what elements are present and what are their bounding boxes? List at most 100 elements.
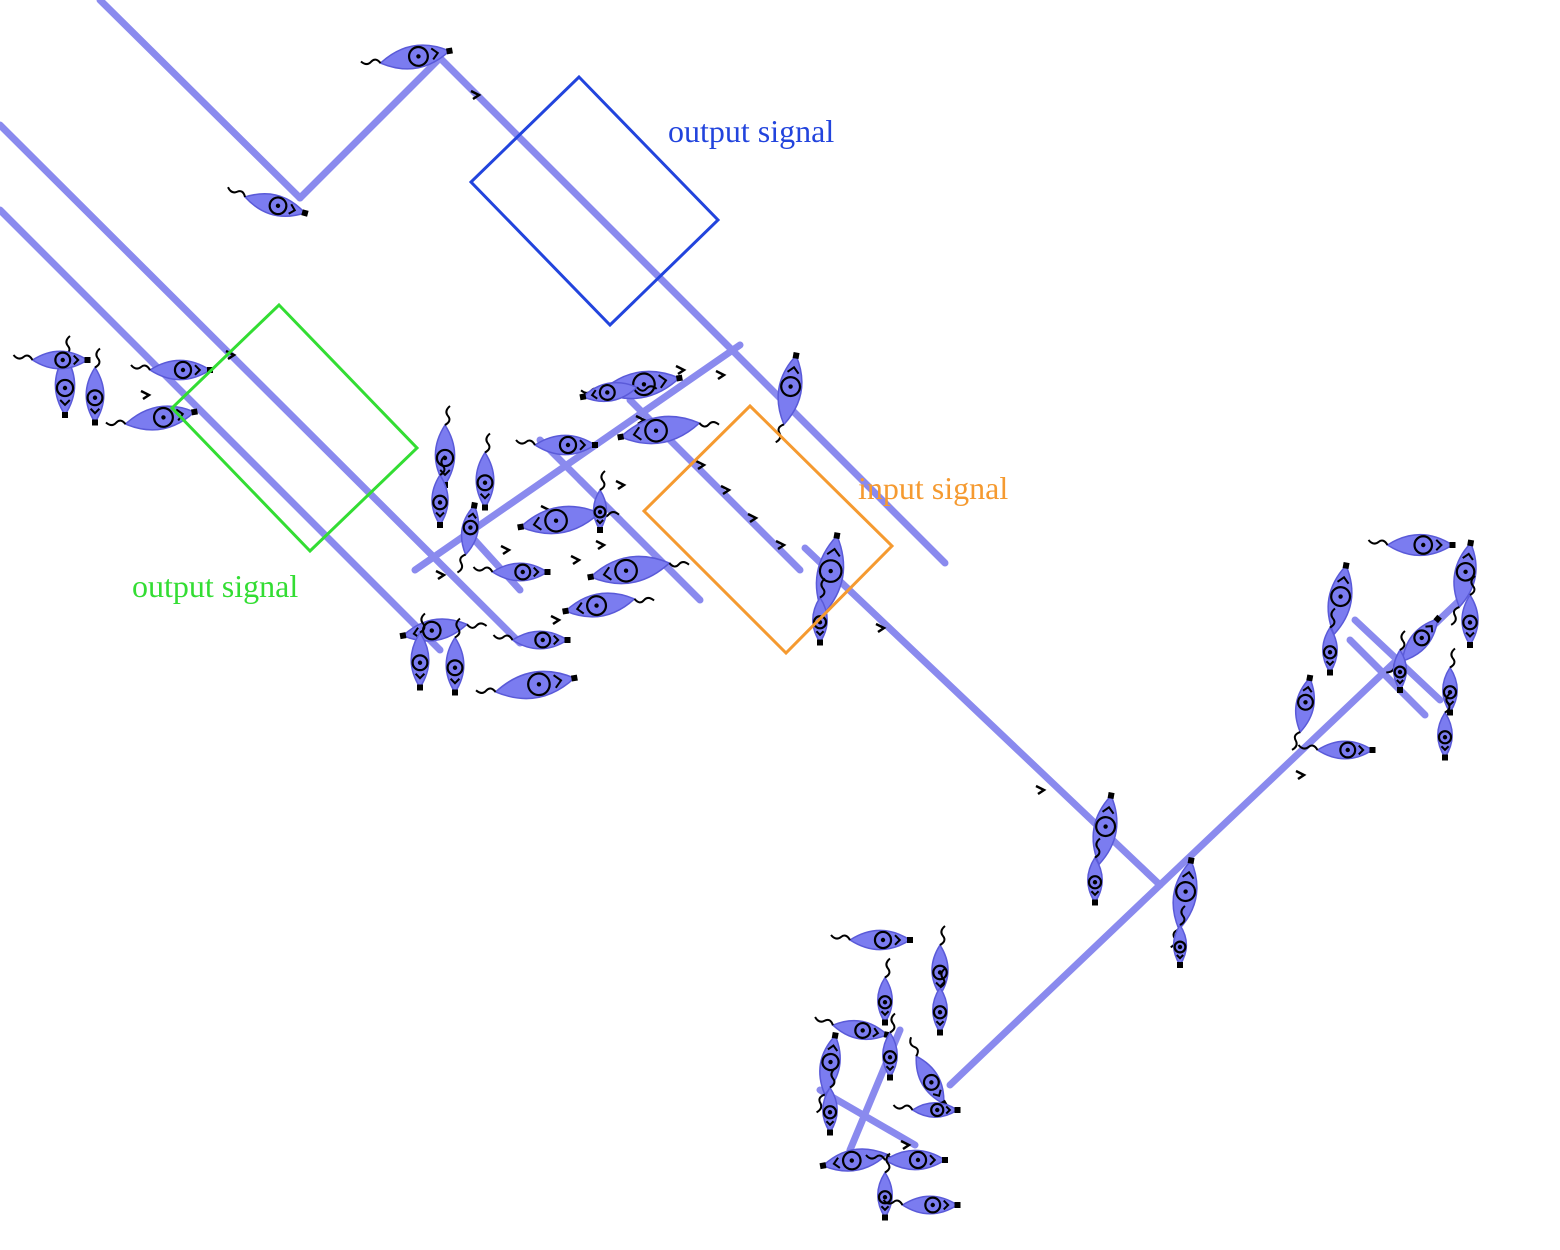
glider-40 <box>1437 692 1453 761</box>
glider-eye-ring <box>930 1102 945 1118</box>
glider-16 <box>517 505 620 535</box>
glider-eye-dot <box>935 1107 940 1113</box>
glider-tail <box>472 566 494 573</box>
glider-eye-ring <box>435 448 455 468</box>
glider-eye-ring <box>1339 741 1357 759</box>
glider-eye-dot <box>416 54 421 59</box>
glider-tail <box>360 58 382 66</box>
glider-tip <box>882 1214 888 1221</box>
signal-glider-3 <box>720 484 732 496</box>
glider-eye-dot <box>1442 735 1448 740</box>
glider-tip <box>817 639 823 646</box>
glider-marking <box>894 934 902 946</box>
glider-tip <box>675 374 683 382</box>
glider-eye-dot <box>468 525 473 530</box>
signal-glider-9 <box>500 544 512 556</box>
glider-tail <box>882 1199 904 1206</box>
glider-marking <box>1101 805 1115 815</box>
glider-eye-ring <box>1442 685 1458 700</box>
glider-tip <box>301 209 309 217</box>
glider-eye-ring <box>268 196 288 216</box>
glider-eye-ring <box>932 1005 948 1020</box>
glider-eye-ring <box>421 620 442 641</box>
signal-glider-8 <box>435 569 447 581</box>
glider-body <box>915 1054 945 1106</box>
glider-tip <box>954 1107 961 1113</box>
glider-marking <box>590 389 598 400</box>
glider-tail <box>439 455 446 476</box>
glider-eye-dot <box>860 1028 865 1033</box>
glider-eye-dot <box>1177 944 1183 950</box>
glider-tail <box>892 1104 914 1111</box>
glider-eye-dot <box>623 568 629 573</box>
glider-41 <box>1291 674 1316 751</box>
glider-marking <box>194 364 202 376</box>
glider-51 <box>909 1036 948 1108</box>
glider-tail <box>1444 692 1451 714</box>
glider-marking <box>1090 890 1100 897</box>
glider-9 <box>579 381 658 403</box>
glider-eye-dot <box>1103 824 1108 829</box>
glider-tip <box>1327 669 1333 676</box>
glider-18 <box>472 562 551 582</box>
glider-tail <box>1469 575 1476 596</box>
glider-marking <box>1176 954 1184 960</box>
glider-tail <box>466 622 488 629</box>
signal-glider-13 <box>675 364 687 376</box>
signal-glider-17 <box>140 389 152 401</box>
glider-eye-ring <box>1413 629 1431 647</box>
track-lane-1 <box>296 54 444 202</box>
glider-35 <box>1325 562 1353 654</box>
glider-marking <box>59 399 71 407</box>
glider-eye-ring <box>544 508 568 533</box>
glider-tip <box>564 637 571 643</box>
glider-31 <box>1172 905 1188 968</box>
glider-eye-ring <box>644 418 668 443</box>
signal-glider-16 <box>550 614 562 626</box>
glider-clusters <box>12 44 1479 1221</box>
glider-tail <box>889 1012 896 1034</box>
glider-tip <box>907 937 913 943</box>
glider-tip <box>1397 687 1403 693</box>
glider-tail <box>456 553 467 574</box>
glider-tail <box>515 439 536 446</box>
glider-body <box>821 1148 889 1172</box>
glider-marking <box>815 630 825 637</box>
glider-marking <box>932 1089 942 1097</box>
track-lane-0 <box>96 0 304 202</box>
glider-eye-dot <box>482 480 488 485</box>
glider-eye-ring <box>841 1150 862 1171</box>
glider-eye-dot <box>827 1110 833 1115</box>
glider-marking <box>880 1205 890 1212</box>
glider-marking <box>943 1199 950 1211</box>
glider-eye-ring <box>924 1196 942 1214</box>
glider-eye-dot <box>1397 669 1403 675</box>
glider-marking <box>1435 539 1443 551</box>
glider-eye-ring <box>152 406 174 428</box>
glider-eye-ring <box>922 1073 940 1091</box>
glider-marking <box>430 47 440 61</box>
glider-eye-ring <box>780 376 802 398</box>
glider-tail <box>1291 731 1301 751</box>
glider-marking <box>73 354 80 366</box>
glider-eye-dot <box>653 428 659 433</box>
glider-tail <box>12 354 34 361</box>
glider-tip <box>517 523 525 531</box>
glider-tip <box>1342 562 1350 570</box>
glider-eye-dot <box>1338 594 1343 599</box>
signal-glider-11 <box>615 479 627 491</box>
glider-marking <box>467 512 477 519</box>
glider-14 <box>431 455 449 528</box>
glider-eye-ring <box>932 964 948 981</box>
glider-52 <box>892 1102 961 1118</box>
glider-tail <box>105 419 127 427</box>
glider-tip <box>190 408 198 416</box>
glider-tip <box>1467 642 1473 648</box>
glider-15 <box>456 501 480 574</box>
glider-tail <box>1094 837 1101 859</box>
glider-tip <box>544 569 551 575</box>
signal-glider-14 <box>595 539 607 551</box>
glider-tip <box>954 1202 961 1208</box>
glider-24 <box>410 612 430 691</box>
glider-tail <box>599 470 606 491</box>
